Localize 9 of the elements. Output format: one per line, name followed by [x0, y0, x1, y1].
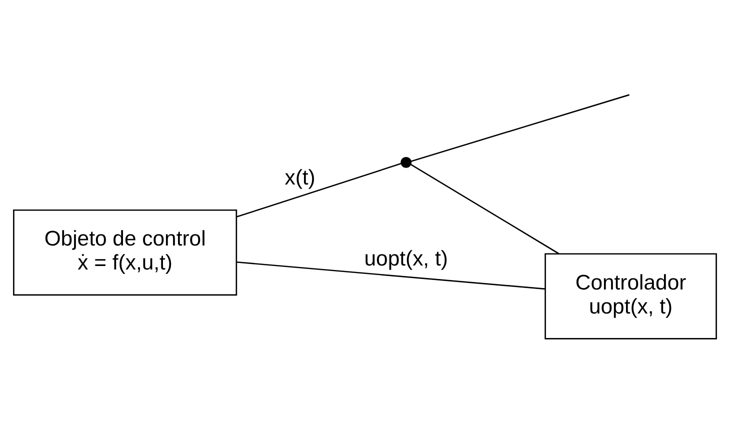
connector: [236, 261, 546, 290]
connector: [410, 164, 560, 254]
edge-label: uopt(x, t): [364, 248, 448, 271]
connector: [410, 94, 630, 162]
node-circle: [400, 156, 412, 168]
connector: [236, 162, 402, 218]
node-box: Controlador uopt(x, t): [544, 253, 717, 340]
node-box: Objeto de control ẋ = f(x,u,t): [13, 209, 238, 296]
edge-label: x(t): [284, 166, 316, 190]
